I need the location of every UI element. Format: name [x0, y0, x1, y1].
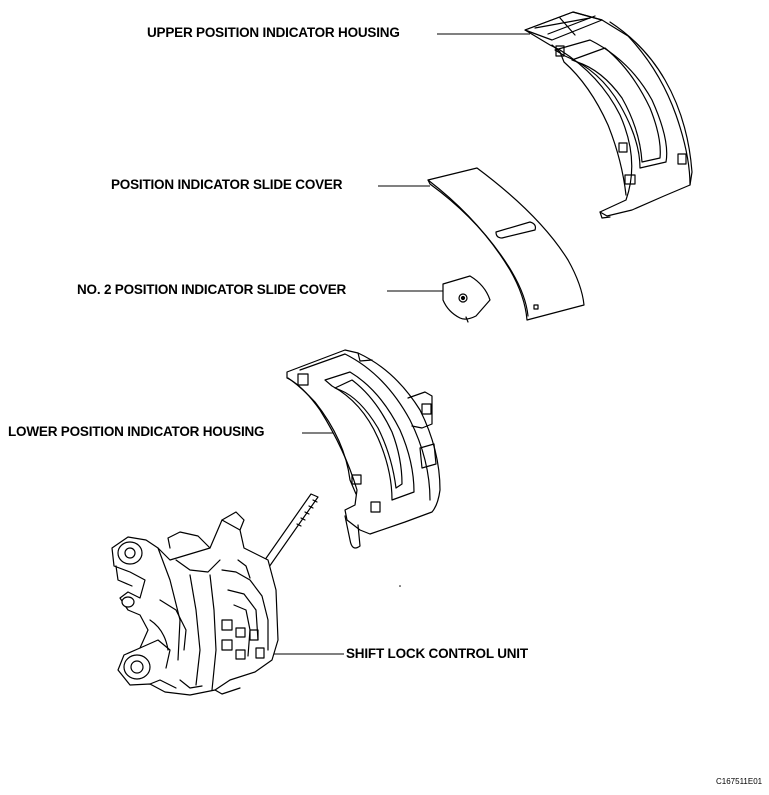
- label-no2-position-indicator-slide-cover: NO. 2 POSITION INDICATOR SLIDE COVER: [77, 282, 347, 297]
- label-upper-position-indicator-housing: UPPER POSITION INDICATOR HOUSING: [147, 25, 400, 40]
- label-position-indicator-slide-cover: POSITION INDICATOR SLIDE COVER: [111, 177, 343, 192]
- stray-dot: [399, 585, 401, 587]
- no2-position-indicator-slide-cover: [442, 275, 491, 323]
- lower-position-indicator-housing: [286, 349, 441, 549]
- figure-code: C167511E01: [716, 777, 763, 786]
- label-lower-position-indicator-housing: LOWER POSITION INDICATOR HOUSING: [8, 424, 265, 439]
- upper-position-indicator-housing: [524, 11, 693, 219]
- shift-lock-control-unit: [111, 493, 319, 696]
- label-shift-lock-control-unit: SHIFT LOCK CONTROL UNIT: [346, 646, 528, 661]
- position-indicator-slide-cover: [427, 167, 585, 321]
